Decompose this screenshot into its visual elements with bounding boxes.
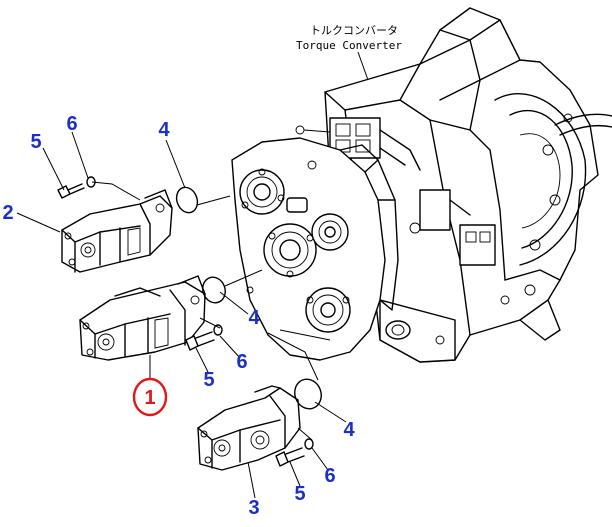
title-japanese: トルクコンバータ — [310, 24, 398, 37]
bolt-upper — [57, 183, 85, 199]
callout-5-lower: 5 — [294, 483, 305, 505]
callout-5-upper: 5 — [30, 131, 41, 153]
callout-4-upper: 4 — [158, 119, 170, 141]
callout-2: 2 — [2, 202, 13, 224]
o-rings — [175, 186, 322, 410]
callout-3: 3 — [248, 497, 259, 519]
title-block: トルクコンバータ Torque Converter — [296, 24, 402, 109]
leader-lines — [16, 131, 347, 499]
o-ring-middle — [202, 276, 226, 304]
pump-2 — [61, 189, 173, 273]
callouts: 1 2 3 4 4 4 5 5 5 6 6 6 — [2, 113, 355, 519]
o-ring-upper — [175, 186, 199, 214]
bolt-lower — [275, 447, 305, 467]
pump-3 — [197, 385, 301, 471]
pump-drive-case — [231, 137, 399, 361]
torque-converter-housing — [295, 7, 612, 363]
assembly-guide-lines — [91, 181, 331, 441]
washer-middle — [213, 324, 223, 336]
callout-4-lower: 4 — [343, 419, 355, 441]
callout-6-upper: 6 — [66, 113, 77, 135]
bolt-middle — [185, 331, 215, 351]
callout-6-lower: 6 — [324, 465, 335, 487]
pump-1 — [79, 275, 206, 361]
callout-1: 1 — [144, 387, 155, 409]
callout-5-middle: 5 — [203, 369, 214, 391]
washer-lower — [304, 438, 314, 450]
callout-4-middle: 4 — [248, 307, 260, 329]
callout-6-middle: 6 — [236, 351, 247, 373]
highlight-ring — [132, 377, 168, 417]
title-english: Torque Converter — [296, 39, 402, 52]
o-ring-lower — [294, 378, 322, 410]
